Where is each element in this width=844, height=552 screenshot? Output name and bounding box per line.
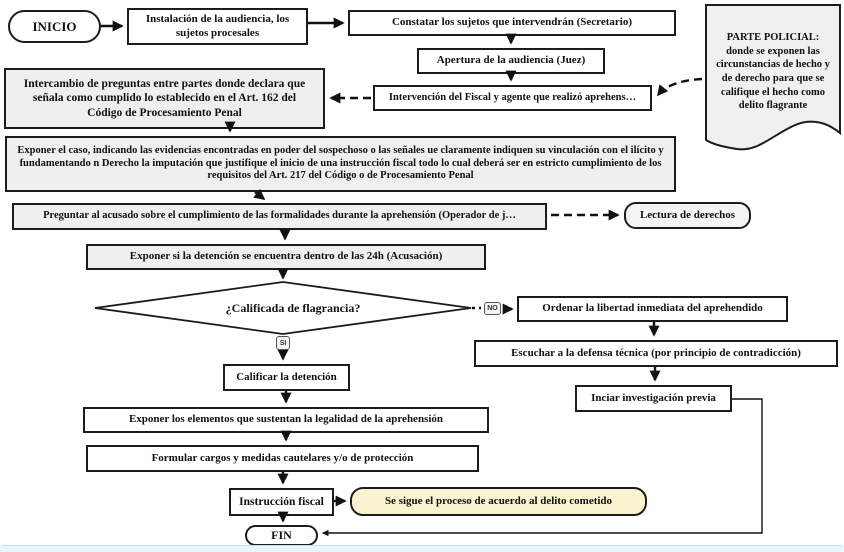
node-calificar-detencion: Calificar la detención: [223, 364, 350, 391]
decision-label-si: SI: [276, 336, 290, 350]
node-constatar-sujetos: Constatar los sujetos que intervendrán (…: [348, 10, 676, 36]
decision-label-no: NO: [484, 302, 501, 315]
dashed-arrow-parte-policial-to-intervencion: [656, 77, 703, 97]
node-exponer-24h: Exponer si la detención se encuentra den…: [86, 244, 486, 270]
arrow-exponer-caso-to-preguntar: [253, 188, 266, 201]
node-fin: FIN: [245, 525, 318, 546]
parte-policial-body: donde se exponen las circunstancias de h…: [716, 45, 830, 112]
decision-calificada-flagrancia: ¿Calificada de flagrancia?: [225, 300, 361, 315]
node-formular-cargos: Formular cargos y medidas cautelares y/o…: [86, 445, 479, 472]
footer-highlight-bar: [0, 545, 844, 552]
node-se-sigue-proceso: Se sigue el proceso de acuerdo al delito…: [350, 487, 647, 516]
node-exponer-elementos: Exponer los elementos que sustentan la l…: [83, 407, 489, 433]
node-instruccion-fiscal: Instrucción fiscal: [229, 488, 334, 516]
node-escuchar-defensa: Escuchar a la defensa técnica (por princ…: [474, 340, 838, 367]
node-exponer-caso: Exponer el caso, indicando las evidencia…: [5, 136, 676, 192]
node-apertura-audiencia: Apertura de la audiencia (Juez): [417, 48, 605, 74]
node-parte-policial: PARTE POLICIAL: donde se exponen las cir…: [710, 16, 836, 128]
node-inciar-investigacion: Inciar investigación previa: [575, 385, 732, 412]
node-instalacion-audiencia: Instalación de la audiencia, los sujetos…: [127, 8, 308, 45]
node-preguntar-acusado: Preguntar al acusado sobre el cumplimien…: [12, 203, 547, 230]
node-intervencion-fiscal: Intervención del Fiscal y agente que rea…: [373, 85, 652, 111]
parte-policial-title: PARTE POLICIAL:: [726, 32, 820, 44]
node-lectura-derechos: Lectura de derechos: [624, 202, 751, 229]
node-inicio: INICIO: [8, 10, 101, 43]
node-intercambio-preguntas: Intercambio de preguntas entre partes do…: [4, 68, 325, 129]
node-ordenar-libertad: Ordenar la libertad inmediata del aprehe…: [517, 296, 788, 322]
